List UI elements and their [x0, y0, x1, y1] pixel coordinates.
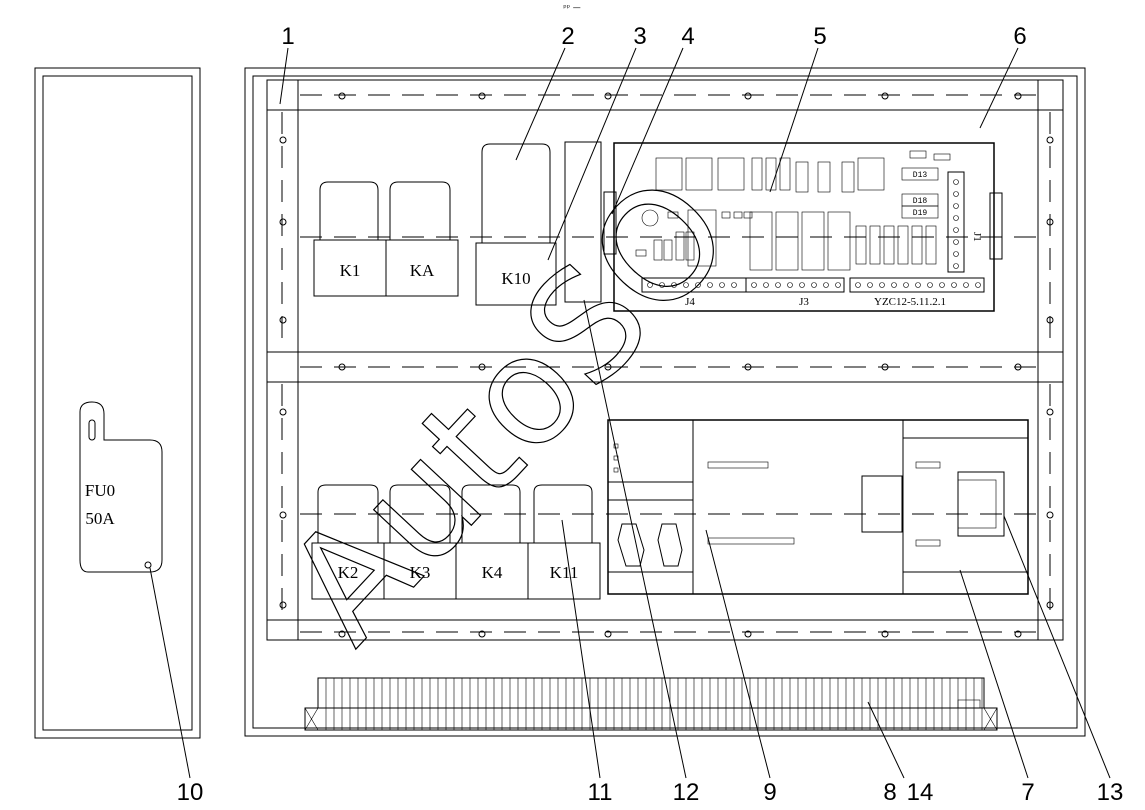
mounting-holes	[279, 92, 1054, 638]
callout-11: 11	[588, 779, 613, 806]
callout-9: 9	[763, 779, 776, 806]
relay-k10: K10	[475, 143, 557, 306]
main-cabinet	[244, 67, 1086, 737]
callout-6: 6	[1013, 23, 1026, 50]
relay-k3-label: K3	[410, 563, 431, 582]
relay-k2-label: K2	[338, 563, 359, 582]
pcb-j1: J1	[971, 232, 983, 242]
callout-3: 3	[633, 23, 646, 50]
plc-unit	[607, 419, 1029, 595]
callout-10: 10	[177, 779, 204, 806]
relay-k11-label: K11	[550, 563, 579, 582]
relay-k10-label: K10	[501, 269, 530, 288]
callout-4: 4	[681, 23, 694, 50]
relay-ka: KA	[385, 181, 459, 297]
fuse-enclosure: FU0 50A	[34, 67, 201, 739]
fuse-label-line1: FU0	[85, 481, 115, 500]
fuse-plate	[79, 401, 163, 573]
pcb-d13: D13	[913, 171, 928, 180]
relay-k1-label: K1	[340, 261, 361, 280]
terminal-block-strip	[304, 677, 998, 731]
leader-lines	[149, 47, 1111, 779]
fuse-label-line2: 50A	[85, 509, 115, 528]
watermark: AutoSO	[254, 145, 764, 674]
top-mark: ᵖᵖ —	[563, 3, 580, 12]
callout-8: 8	[883, 779, 896, 806]
relay-k4-label: K4	[482, 563, 503, 582]
callout-14: 14	[907, 779, 934, 806]
callout-12: 12	[673, 779, 700, 806]
callout-1: 1	[281, 23, 294, 50]
callout-13: 13	[1097, 779, 1124, 806]
pcb-d18: D18	[913, 197, 928, 206]
relay-row-lower: K2 K3 K4 K11	[311, 484, 601, 600]
pcb-model: YZC12-5.11.2.1	[874, 296, 946, 308]
callout-7: 7	[1021, 779, 1034, 806]
pcb-j3: J3	[799, 296, 809, 308]
callout-2: 2	[561, 23, 574, 50]
pcb-j4: J4	[685, 296, 695, 308]
callout-numbers: 1 2 3 4 5 6 10 11 12 9 8 14 7 13	[177, 23, 1124, 806]
pcb-d19: D19	[913, 209, 928, 218]
relay-ka-label: KA	[410, 261, 435, 280]
callout-5: 5	[813, 23, 826, 50]
control-pcb: D13 D18 D19 J4 J3 YZC12-5.11.2.1 J1	[603, 142, 1003, 312]
relay-k1: K1	[313, 181, 387, 297]
terminal-strip-12	[564, 141, 602, 303]
